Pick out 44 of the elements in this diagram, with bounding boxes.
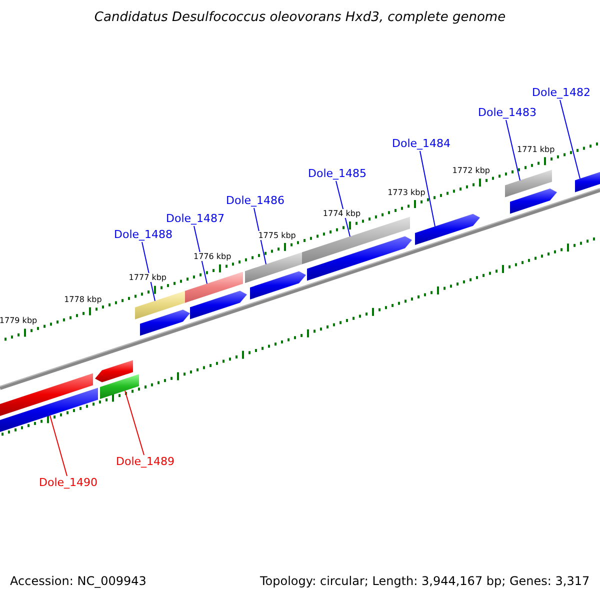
- gene-label: Dole_1489: [116, 455, 175, 468]
- gene-block: [415, 214, 480, 245]
- leader-line: [420, 150, 436, 227]
- scale-label: 1776 kbp: [194, 252, 232, 261]
- gene-block: [185, 272, 243, 303]
- leader-line: [194, 226, 208, 284]
- gene-block: [0, 388, 98, 432]
- gene-block: [505, 170, 552, 198]
- gene-block: [135, 290, 185, 320]
- leader-line: [50, 415, 68, 476]
- scale-label: 1779 kbp: [0, 316, 38, 325]
- leader-line: [124, 390, 144, 456]
- leader-line: [560, 100, 580, 180]
- scale-label: 1772 kbp: [452, 166, 490, 176]
- accession-text: Accession: NC_009943: [10, 574, 146, 588]
- scale-label: 1777 kbp: [128, 273, 166, 282]
- scale-label: 1778 kbp: [64, 294, 102, 304]
- gene-label: Dole_1484: [392, 137, 451, 150]
- gene-block: [302, 216, 410, 264]
- gene-block: [575, 171, 600, 192]
- gene-block: [140, 310, 190, 336]
- gene-label: Dole_1482: [532, 86, 591, 99]
- gene-block: [245, 252, 302, 284]
- diagram-title: Candidatus Desulfococcus oleovorans Hxd3, complete genome: [93, 10, 507, 25]
- gene-label: Dole_1488: [114, 228, 173, 241]
- leader-line: [142, 242, 156, 302]
- scale-label: 1775 kbp: [258, 230, 296, 240]
- gene-block: [95, 360, 133, 382]
- gene-label: Dole_1485: [308, 167, 367, 180]
- gene-block: [307, 236, 412, 281]
- gene-block: [100, 374, 139, 399]
- gene-label: Dole_1490: [39, 476, 98, 489]
- gene-block: [190, 290, 247, 320]
- gene-label: Dole_1486: [226, 194, 285, 207]
- gene-block: [0, 373, 93, 416]
- gene-block: [510, 188, 557, 214]
- scale-label: 1771 kbp: [517, 145, 555, 154]
- scale-label: 1773 kbp: [388, 188, 426, 197]
- scale-label: 1774 kbp: [322, 209, 361, 218]
- leader-line: [336, 180, 350, 237]
- gene-block: [250, 271, 306, 300]
- gene-label: Dole_1483: [478, 106, 537, 119]
- genome-stats-text: Topology: circular; Length: 3,944,167 bp; Genes: 3,317: [260, 574, 590, 588]
- gene-label: Dole_1487: [166, 212, 225, 225]
